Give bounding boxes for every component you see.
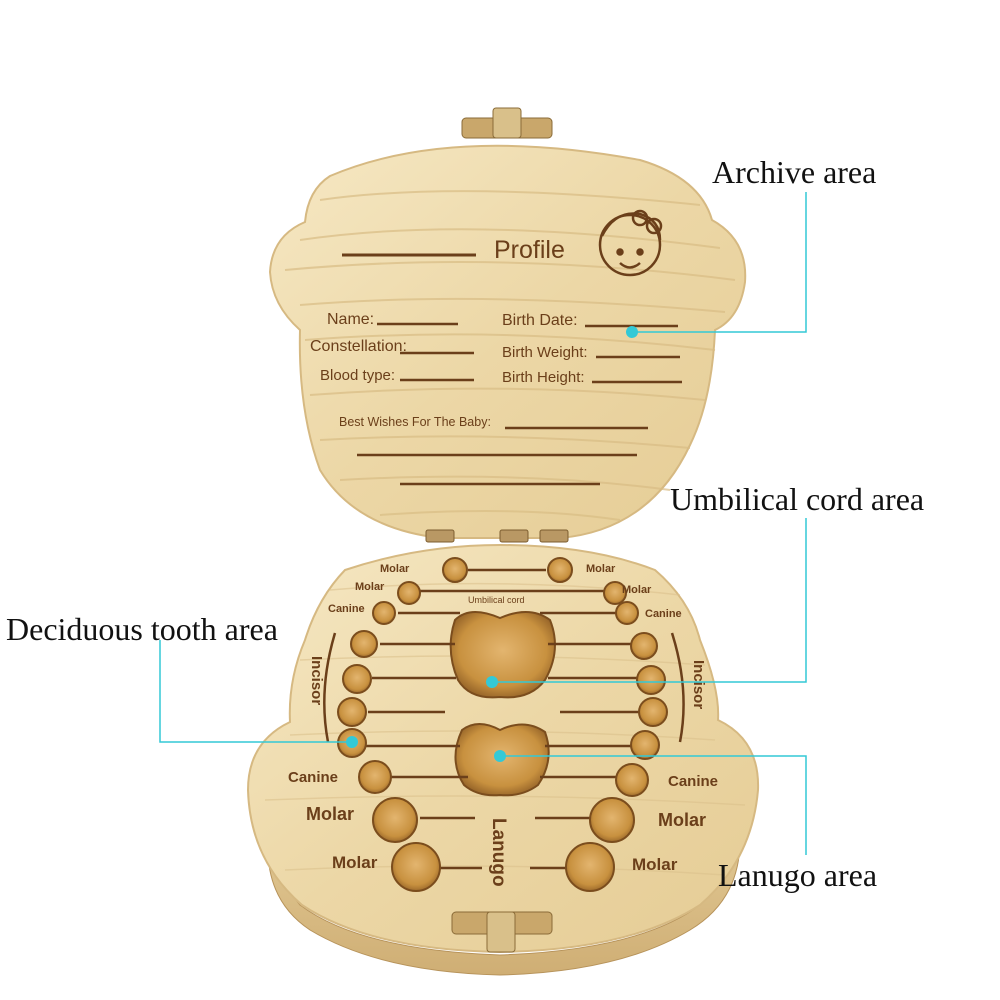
field-birth-date: Birth Date: xyxy=(502,312,578,329)
tray: Umbilical cord Lanugo xyxy=(246,543,760,976)
label-canine-top-right: Canine xyxy=(645,608,682,620)
field-blood-type: Blood type: xyxy=(320,367,395,384)
label-incisor-right: Incisor xyxy=(690,660,707,709)
umbilical-cord-label: Umbilical cord xyxy=(468,595,525,605)
label-canine-top-left: Canine xyxy=(328,603,365,615)
wood-grain xyxy=(284,190,736,521)
label-molar-2-right: Molar xyxy=(622,584,652,596)
callout-dots xyxy=(346,326,638,762)
label-incisor-left: Incisor xyxy=(308,656,325,705)
label-canine-bottom-right: Canine xyxy=(668,773,718,790)
callout-deciduous-tooth-area: Deciduous tooth area xyxy=(6,611,278,647)
lanugo-label: Lanugo xyxy=(488,818,509,887)
label-molar-2-left: Molar xyxy=(355,581,385,593)
label-molar-bottom-1-right: Molar xyxy=(658,810,706,830)
callout-lanugo-area: Lanugo area xyxy=(718,857,878,893)
callout-umbilical-cord-area: Umbilical cord area xyxy=(670,481,925,517)
girl-face-icon xyxy=(598,209,663,277)
callout-line-archive xyxy=(632,192,807,333)
label-molar-bottom-1-left: Molar xyxy=(306,804,354,824)
tooth-guide-lines xyxy=(365,568,640,870)
lid-shape xyxy=(268,144,747,539)
field-constellation: Constellation: xyxy=(310,338,407,355)
tooth-holes xyxy=(337,557,668,892)
label-molar-bottom-2-right: Molar xyxy=(632,855,678,874)
field-birth-weight: Birth Weight: xyxy=(502,344,588,361)
field-wishes: Best Wishes For The Baby: xyxy=(339,415,491,429)
callout-dot-umbilical xyxy=(486,676,498,688)
lid-title: Profile xyxy=(494,236,565,264)
label-molar-top-left: Molar xyxy=(380,563,410,575)
lid: Profile Name: Birth Date: Constellation:… xyxy=(268,107,747,539)
label-molar-bottom-2-left: Molar xyxy=(332,853,378,872)
callout-dot-deciduous xyxy=(346,736,358,748)
umbilical-cord-recess xyxy=(449,611,556,699)
field-birth-height: Birth Height: xyxy=(502,369,585,386)
callout-lines xyxy=(159,192,807,855)
profile-form: Name: Birth Date: Constellation: Birth W… xyxy=(310,311,682,486)
incisor-brackets xyxy=(323,632,685,743)
front-clasp-tab xyxy=(486,911,516,953)
callout-archive-area: Archive area xyxy=(712,154,877,190)
callout-line-deciduous xyxy=(159,640,352,743)
label-canine-bottom-left: Canine xyxy=(288,769,338,786)
field-name: Name: xyxy=(327,311,374,328)
callout-line-lanugo xyxy=(500,755,807,855)
label-molar-top-right: Molar xyxy=(586,563,616,575)
hasp-clip xyxy=(492,107,522,139)
callout-line-umbilical xyxy=(492,518,807,683)
callout-dot-archive xyxy=(626,326,638,338)
callout-dot-lanugo xyxy=(494,750,506,762)
hinges xyxy=(425,529,569,543)
